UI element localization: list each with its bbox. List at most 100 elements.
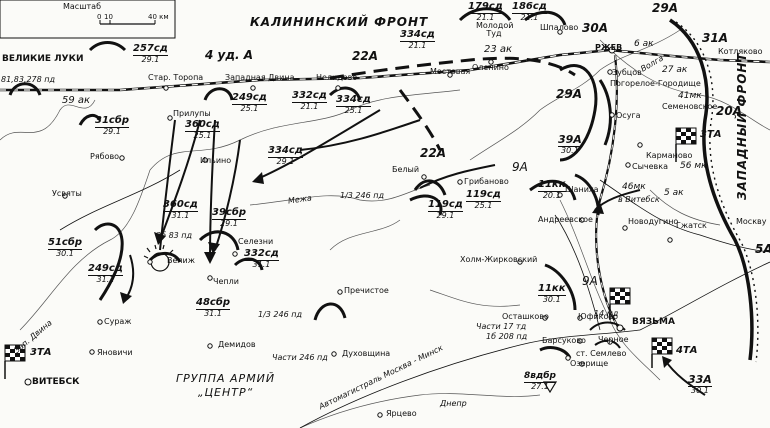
city-shpalovo: Шпалово: [540, 23, 579, 32]
rivers: [0, 29, 770, 428]
army-30: 30А: [582, 21, 608, 35]
city-ozerishche: Озерище: [570, 359, 609, 368]
city-ilino: Ильино: [200, 156, 232, 165]
city-surazh: Сураж: [104, 317, 132, 326]
enemy-note-83b: 2б 83 пд: [156, 231, 193, 240]
scale-box: [0, 0, 176, 39]
city-prilupy: Прилупы: [173, 109, 211, 118]
corps-5: 5 ак: [664, 188, 684, 198]
army-22-top: 22А: [352, 49, 378, 63]
kalinin-front-label: КАЛИНИНСКИЙ ФРОНТ: [250, 15, 429, 29]
city-usvyaty: Усвяты: [52, 189, 82, 198]
army-group-center: ГРУППА АРМИЙ „ЦЕНТР“: [176, 373, 275, 398]
scale-zero: 0: [97, 13, 102, 21]
city-zdvina: Западная Двина: [225, 73, 295, 82]
tank-army-4: 4ТА: [676, 345, 698, 356]
tank-flags: [4, 127, 697, 379]
city-yanovichi: Яновичи: [97, 348, 133, 357]
front-line-dashed: [329, 56, 576, 151]
city-prechistoe: Пречистое: [344, 286, 389, 295]
city-karmanovo: Карманово: [646, 151, 693, 160]
city-ryabovo: Рябово: [90, 152, 120, 161]
corps-41: 41мк: [678, 91, 702, 101]
western-front-line: [669, 18, 754, 361]
army-20: 20А: [716, 104, 742, 118]
scale-title: Масштаб: [63, 2, 102, 11]
city-velizh: Велиж: [167, 256, 195, 265]
city-toropa: Стар. Торопа: [148, 73, 204, 82]
city-kotlyakovo: Котляково: [718, 47, 763, 56]
city-shanikha: Шаниха: [565, 185, 599, 194]
army-4ud: 4 уд. А: [205, 48, 254, 62]
city-andreevskoe: Андреевское: [538, 215, 593, 224]
corps-23: 23 ак: [484, 44, 513, 55]
army-9-low: 9А: [582, 274, 598, 288]
city-dukhovshchina: Духовщина: [342, 349, 391, 358]
corps-6: 6 ак: [634, 39, 654, 49]
corps-46: 46мк: [622, 182, 646, 192]
western-front-label: ЗАПАДНЫЙ ФРОНТ: [735, 52, 749, 200]
city-demidov: Демидов: [218, 340, 256, 349]
scale-end: 40 км: [148, 13, 169, 21]
army-5: 5А: [755, 242, 770, 256]
city-ostashkovo: Осташково: [502, 312, 549, 321]
city-chepli: Чепли: [213, 277, 239, 286]
city-novodugino: Новодугино: [628, 217, 679, 226]
city-rzhev: РЖЕВ: [595, 43, 623, 52]
city-osuga: Осуга: [616, 111, 641, 120]
army-31: 31А: [702, 31, 728, 45]
enemy-note-246a: 1/3 246 пд: [340, 191, 384, 200]
city-sychevka: Сычевка: [632, 162, 668, 171]
enemy-note-83: 81,83,278 пд: [1, 75, 56, 84]
river-dnepr: Днепр: [440, 399, 467, 408]
enemy-note-14md: 14 мд: [594, 309, 619, 318]
arrow-heads: [120, 172, 672, 368]
army-group-line2: „ЦЕНТР“: [197, 386, 254, 399]
city-yukhnovo: Юфйково: [578, 312, 619, 321]
army-22-mid: 22А: [420, 146, 446, 160]
city-gribanovo: Грибаново: [464, 177, 509, 186]
city-nelidovo: Нелидово: [316, 73, 358, 82]
city-vitebsk-dir: в Витебск: [618, 195, 660, 204]
city-gzhatsk: Гжатск: [676, 221, 707, 230]
city-baruzhevo: Барсуково: [542, 336, 586, 345]
tank-army-3-east: 3ТА: [700, 129, 722, 140]
city-kholm: Холм-Жирковский: [460, 255, 538, 264]
enemy-note-17td: Части 17 тд: [476, 322, 527, 331]
roads: [59, 169, 770, 428]
army-group-line1: ГРУППА АРМИЙ: [176, 372, 276, 385]
enemy-note-246b: 1/3 246 пд: [258, 310, 302, 319]
army-29-ne: 29А: [652, 1, 678, 15]
city-mostovaya: Мостовая: [430, 67, 471, 76]
corps-59: 59 ак: [62, 95, 91, 106]
city-molodoy-tud: Молодой Туд: [476, 21, 514, 38]
city-chernoe: Черное: [598, 335, 629, 344]
city-vitebsk: ВИТЕБСК: [32, 377, 80, 387]
town-dots: [24, 29, 673, 418]
army-9-mid: 9А: [512, 160, 528, 174]
army-29-mid: 29А: [556, 87, 582, 101]
city-semenovskoe: Семеновское: [662, 102, 718, 111]
city-moskvu: Москву: [736, 217, 767, 226]
